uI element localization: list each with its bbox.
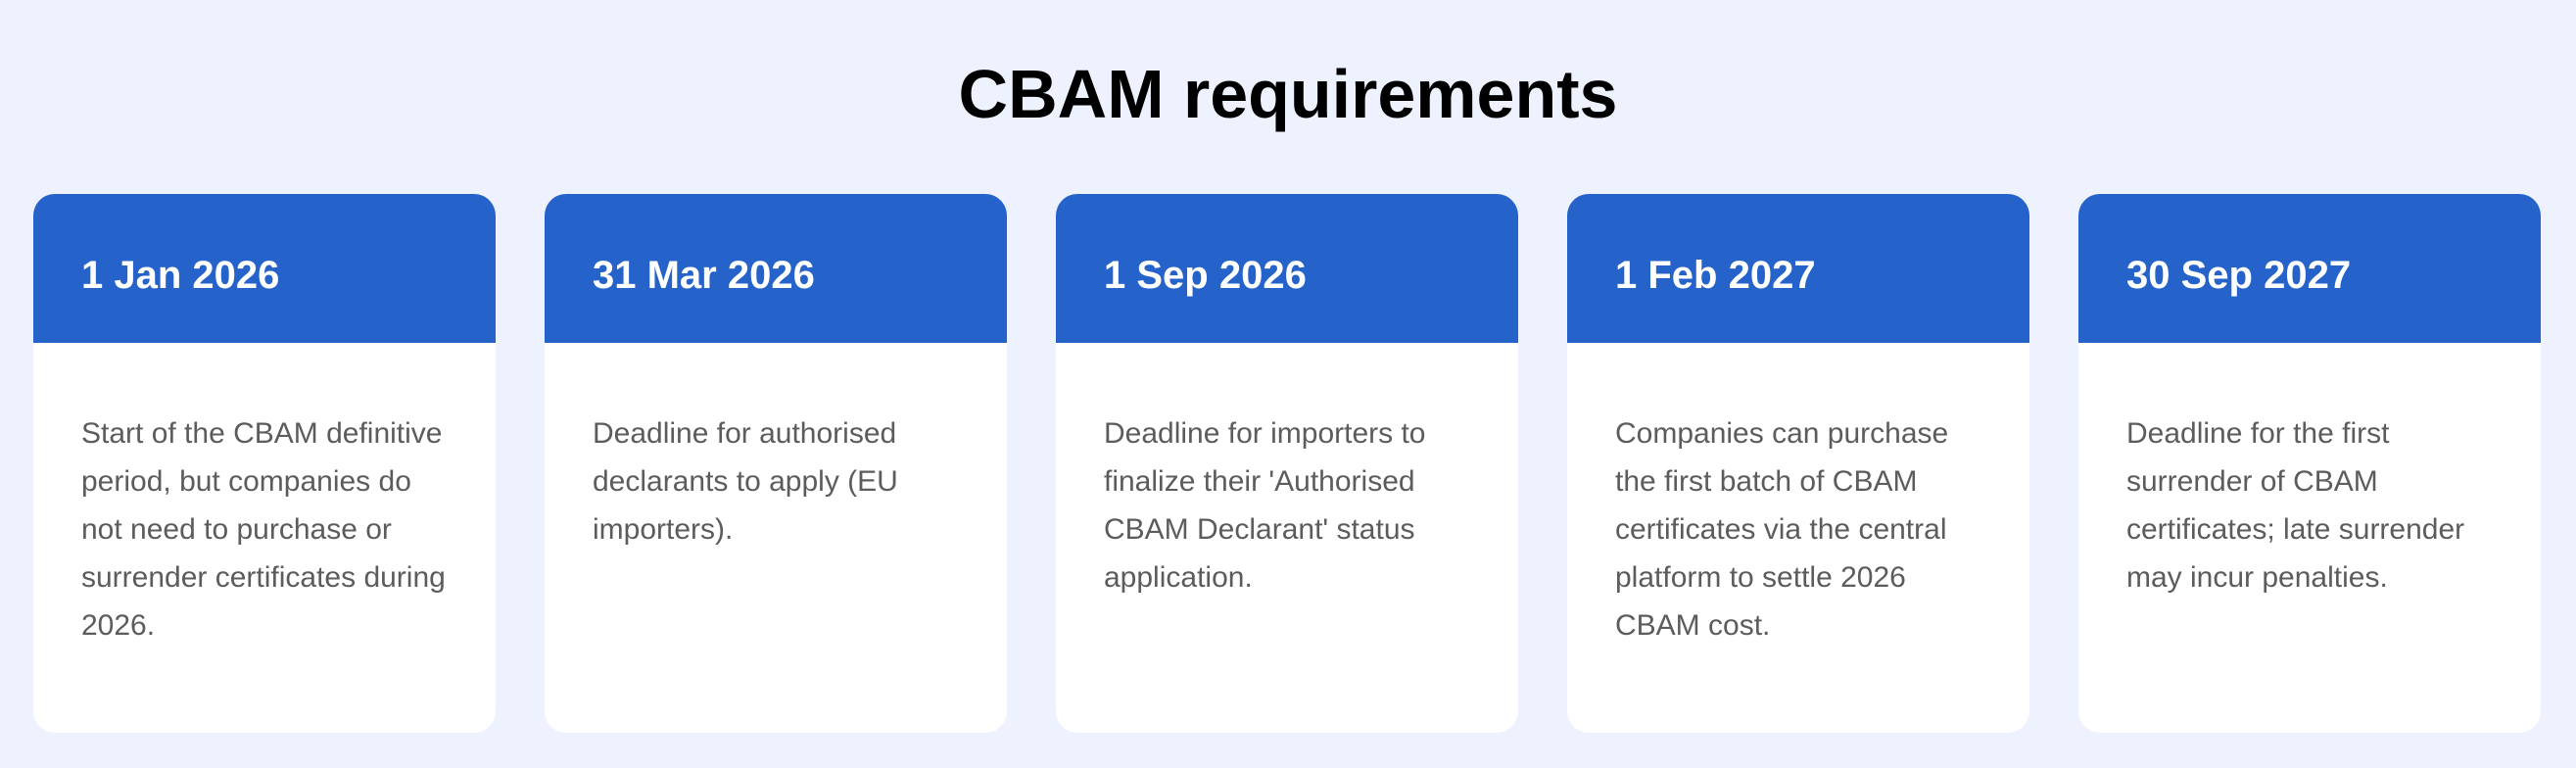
card-date: 1 Sep 2026: [1104, 253, 1307, 297]
card-header: 30 Sep 2027: [2078, 194, 2541, 343]
card-description: Deadline for authorised declarants to ap…: [593, 417, 898, 546]
card-header: 1 Jan 2026: [33, 194, 496, 343]
timeline-card: 1 Sep 2026 Deadline for importers to fin…: [1056, 194, 1518, 733]
card-date: 1 Jan 2026: [81, 253, 280, 297]
card-header: 1 Feb 2027: [1567, 194, 2029, 343]
card-description: Deadline for importers to finalize their…: [1104, 417, 1426, 594]
card-description: Deadline for the first surrender of CBAM…: [2126, 417, 2465, 594]
card-date: 30 Sep 2027: [2126, 253, 2352, 297]
card-date: 1 Feb 2027: [1615, 253, 1816, 297]
card-header: 1 Sep 2026: [1056, 194, 1518, 343]
page-title: CBAM requirements: [958, 56, 1618, 132]
timeline-card: 31 Mar 2026 Deadline for authorised decl…: [545, 194, 1007, 733]
card-description: Start of the CBAM definitive period, but…: [81, 417, 446, 642]
timeline-cards: 1 Jan 2026 Start of the CBAM definitive …: [33, 194, 2541, 733]
card-description: Companies can purchase the first batch o…: [1615, 417, 1949, 642]
card-header: 31 Mar 2026: [545, 194, 1007, 343]
timeline-card: 30 Sep 2027 Deadline for the first surre…: [2078, 194, 2541, 733]
timeline-card: 1 Jan 2026 Start of the CBAM definitive …: [33, 194, 496, 733]
timeline-card: 1 Feb 2027 Companies can purchase the fi…: [1567, 194, 2029, 733]
card-date: 31 Mar 2026: [593, 253, 815, 297]
